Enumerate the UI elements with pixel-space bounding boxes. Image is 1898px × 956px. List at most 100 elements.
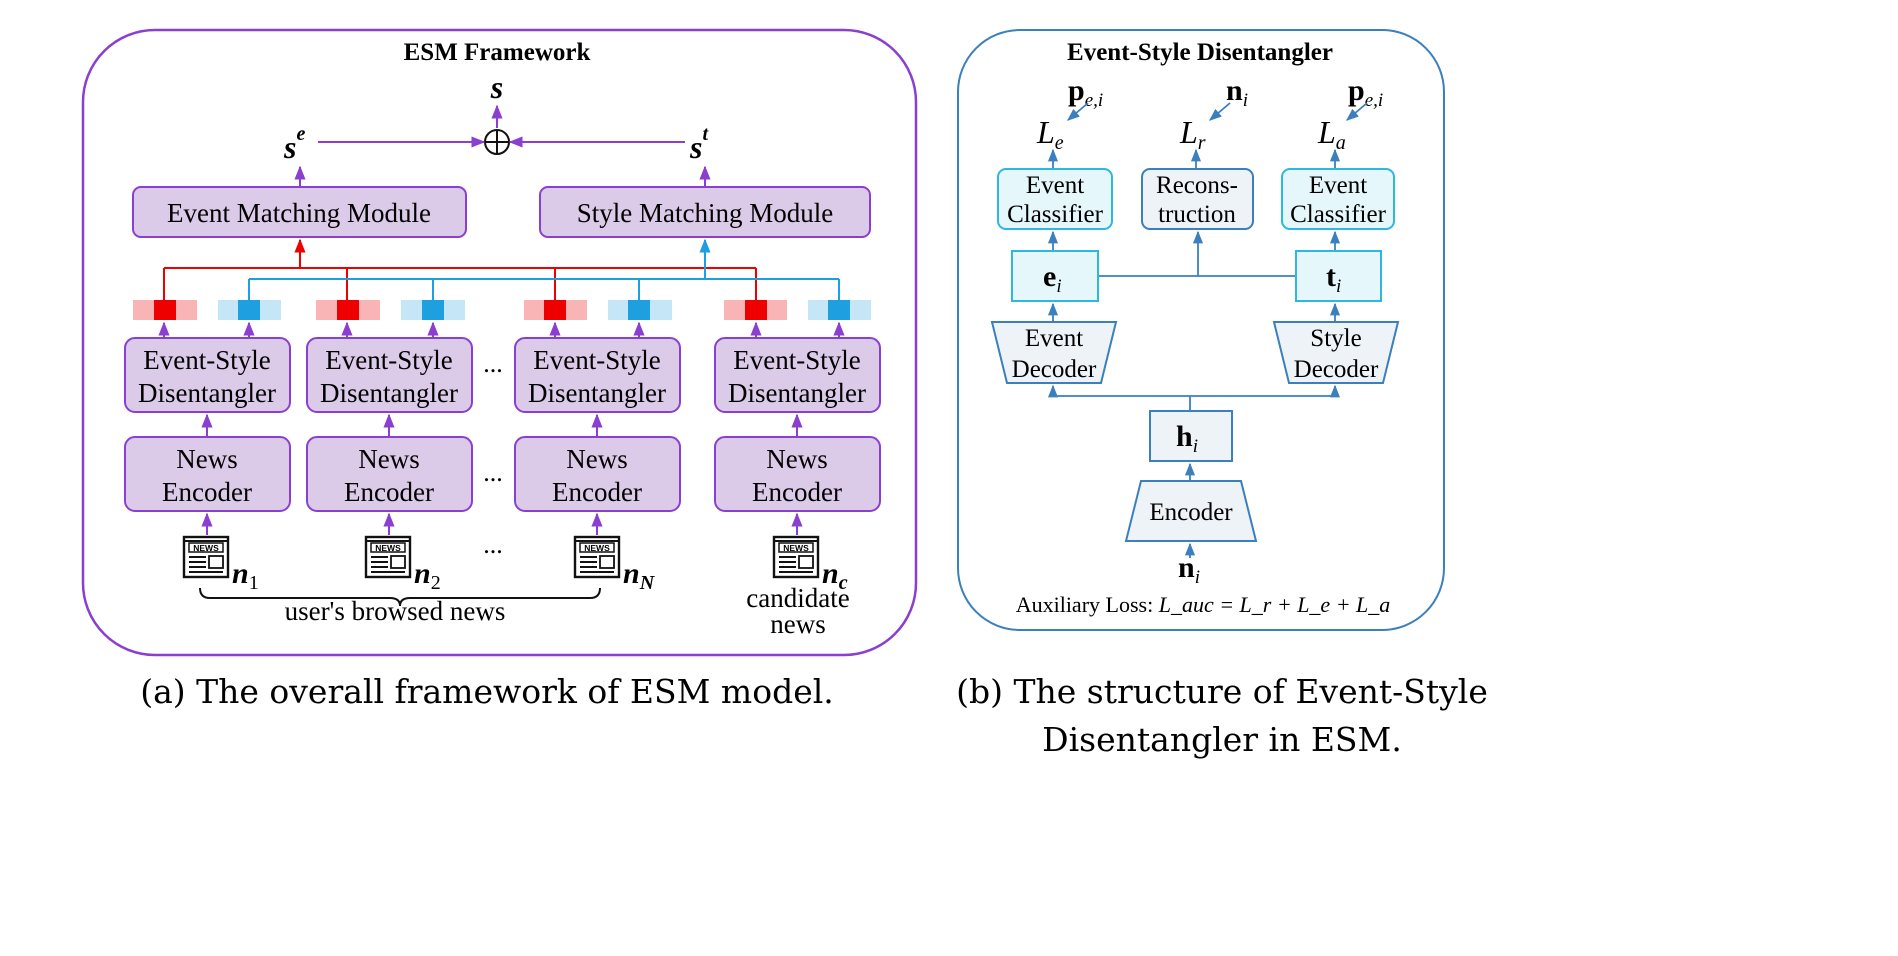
- svg-text:Classifier: Classifier: [1007, 201, 1103, 228]
- disentangler-1: Event-Style Disentangler: [124, 337, 291, 413]
- browsed-news-brace: [199, 587, 601, 607]
- caption-b-line1: (b) The structure of Event-Style: [956, 672, 1488, 711]
- input-news-label: ni: [1178, 551, 1200, 588]
- svg-text:Event-Style: Event-Style: [143, 345, 270, 375]
- event-feature-box: [1011, 250, 1099, 302]
- disentangler-2: Event-Style Disentangler: [306, 337, 473, 413]
- panel-b-title: Event-Style Disentangler: [1067, 39, 1333, 66]
- style-feature-box: [1295, 250, 1382, 302]
- style-feature-label: ti: [1326, 260, 1341, 297]
- svg-text:Event: Event: [1026, 172, 1084, 199]
- svg-text:Disentangler: Disentangler: [528, 378, 666, 408]
- svg-text:Decoder: Decoder: [1294, 356, 1379, 383]
- style-feature-connections: [248, 238, 840, 300]
- svg-text:NEWS: NEWS: [193, 543, 219, 553]
- newspaper-icon-1: NEWS: [182, 535, 230, 579]
- news-input-arrows: [201, 512, 803, 535]
- svg-text:Encoder: Encoder: [1149, 499, 1233, 526]
- svg-text:News: News: [566, 444, 628, 474]
- candidate-news-label-1: candidate: [746, 583, 849, 613]
- news-encoder-2: News Encoder: [306, 436, 473, 512]
- st-label: st: [689, 123, 709, 165]
- disentangler-n: Event-Style Disentangler: [514, 337, 681, 413]
- news-encoder-candidate: News Encoder: [714, 436, 881, 512]
- svg-text:Disentangler: Disentangler: [728, 378, 866, 408]
- n-target-center: ni: [1226, 74, 1248, 111]
- svg-text:NEWS: NEWS: [783, 543, 809, 553]
- event-feature-connections: [163, 238, 757, 300]
- n1-label: n1: [232, 557, 259, 594]
- nN-label: nN: [623, 557, 656, 594]
- svg-text:News: News: [176, 444, 238, 474]
- newspaper-icon-2: NEWS: [364, 535, 412, 579]
- concat-icon: [484, 129, 510, 155]
- svg-text:Encoder: Encoder: [552, 477, 642, 507]
- svg-text:Style: Style: [1310, 325, 1361, 352]
- newspaper-icon-n: NEWS: [573, 535, 621, 579]
- candidate-news-label-2: news: [770, 609, 826, 639]
- svg-text:Event-Style: Event-Style: [533, 345, 660, 375]
- target-to-loss-arrows: [1067, 102, 1368, 121]
- feature-strips: [133, 300, 871, 320]
- hidden-feature-box: [1149, 410, 1233, 462]
- adversarial-event-classifier: Event Classifier: [1281, 168, 1395, 230]
- disentangler-ellipsis: ...: [483, 349, 503, 378]
- auxiliary-loss: Auxiliary Loss: L_auc = L_r + L_e + L_a: [1016, 592, 1391, 617]
- hidden-feature-label: hi: [1176, 420, 1198, 457]
- caption-a: (a) The overall framework of ESM model.: [140, 672, 834, 711]
- style-matching-module: [539, 186, 871, 238]
- p-target-right: pe,i: [1348, 74, 1383, 111]
- browsed-news-label: user's browsed news: [285, 596, 506, 626]
- encoder-ellipsis: ...: [483, 458, 503, 487]
- svg-text:Event: Event: [1025, 325, 1083, 352]
- loss-r: Lr: [1179, 114, 1206, 154]
- svg-text:truction: truction: [1158, 201, 1236, 228]
- news-ellipsis: ...: [483, 530, 503, 559]
- svg-text:Event-Style: Event-Style: [325, 345, 452, 375]
- p-target-left: pe,i: [1068, 74, 1103, 111]
- svg-text:Encoder: Encoder: [344, 477, 434, 507]
- svg-text:Encoder: Encoder: [752, 477, 842, 507]
- svg-text:News: News: [766, 444, 828, 474]
- s-output-label: s: [490, 69, 503, 105]
- event-feature-label: ei: [1043, 260, 1062, 297]
- style-decoder: Style Decoder: [1272, 321, 1400, 384]
- panel-a-title: ESM Framework: [404, 39, 591, 66]
- event-matching-module: [132, 186, 467, 238]
- se-label: se: [283, 123, 305, 165]
- svg-text:Event: Event: [1309, 172, 1367, 199]
- svg-text:Encoder: Encoder: [162, 477, 252, 507]
- event-classifier: Event Classifier: [997, 168, 1113, 230]
- loss-e: Le: [1036, 114, 1064, 154]
- svg-text:News: News: [358, 444, 420, 474]
- news-encoder-n: News Encoder: [514, 436, 681, 512]
- svg-text:Event-Style: Event-Style: [733, 345, 860, 375]
- decoder-to-feature-arrows: [1047, 302, 1341, 322]
- news-encoder-1: News Encoder: [124, 436, 291, 512]
- panel-a: ESM Framework s se st Event Matching Mod…: [81, 28, 918, 657]
- hidden-to-decoder-arrows: [1047, 384, 1341, 411]
- loss-a: La: [1317, 114, 1346, 154]
- svg-text:NEWS: NEWS: [584, 543, 610, 553]
- encoder-block: Encoder: [1124, 480, 1258, 542]
- svg-text:Classifier: Classifier: [1290, 201, 1386, 228]
- svg-text:Disentangler: Disentangler: [320, 378, 458, 408]
- svg-text:Recons-: Recons-: [1156, 172, 1238, 199]
- disentangler-candidate: Event-Style Disentangler: [714, 337, 881, 413]
- disentangler-output-arrows: [158, 321, 845, 338]
- reconstruction-module: Recons- truction: [1141, 168, 1254, 230]
- classifier-to-loss-arrows: [1047, 148, 1341, 168]
- n2-label: n2: [414, 557, 441, 594]
- caption-b-line2: Disentangler in ESM.: [1042, 720, 1402, 759]
- feature-to-classifier-arrows: [1047, 230, 1341, 277]
- nc-label: nc: [822, 557, 848, 594]
- encoder-output-arrows: [201, 413, 803, 437]
- event-matching-module-label: Event Matching Module: [167, 198, 431, 228]
- svg-text:NEWS: NEWS: [375, 543, 401, 553]
- style-matching-module-label: Style Matching Module: [577, 198, 833, 228]
- event-decoder: Event Decoder: [990, 321, 1118, 384]
- newspaper-icon-candidate: NEWS: [772, 535, 820, 579]
- panel-b: Event-Style Disentangler pe,i ni pe,i Le…: [957, 29, 1445, 631]
- svg-text:Decoder: Decoder: [1012, 356, 1097, 383]
